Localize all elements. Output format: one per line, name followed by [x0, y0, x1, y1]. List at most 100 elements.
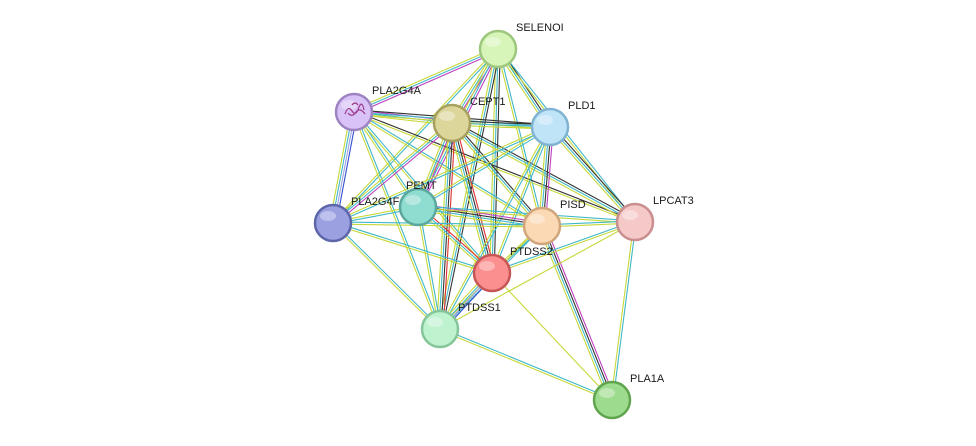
edge-line-database: [492, 127, 552, 274]
edge-line-coexpression: [551, 125, 638, 221]
edge-selenoi-pla2g4f[interactable]: [331, 47, 500, 225]
node-circle[interactable]: [334, 92, 374, 132]
edge-pla2g4f-ptdss2[interactable]: [332, 221, 493, 275]
edge-ptdss1-pla1a[interactable]: [439, 327, 613, 402]
edge-line-database: [332, 122, 453, 224]
edge-line-textmining: [416, 207, 440, 330]
edge-cept1-pisd[interactable]: [449, 121, 545, 228]
node-circle[interactable]: [478, 29, 518, 69]
node-ptdss1[interactable]: PTDSS1: [420, 302, 501, 349]
node-label-ptdss2: PTDSS2: [510, 246, 553, 258]
edge-line-textmining: [417, 125, 550, 207]
edge-line-coexpression: [452, 122, 494, 273]
node-pemt[interactable]: PEMT: [398, 180, 438, 227]
node-pla1a[interactable]: PLA1A: [592, 373, 665, 420]
edge-line-database: [440, 327, 613, 400]
node-circle[interactable]: [615, 202, 655, 242]
edge-line-database: [417, 207, 542, 228]
protein-structure-icon: [344, 102, 366, 116]
edge-pla2g4a-ptdss1[interactable]: [352, 111, 442, 330]
node-highlight: [427, 317, 443, 327]
node-ptdss2[interactable]: PTDSS2: [472, 246, 553, 293]
node-pla2g4a[interactable]: PLA2G4A: [334, 85, 422, 132]
edge-lpcat3-pla1a[interactable]: [610, 221, 637, 401]
edge-line-database: [353, 48, 499, 113]
node-highlight: [479, 261, 495, 271]
edge-line-textmining: [332, 125, 550, 223]
edge-pld1-pla2g4f[interactable]: [332, 125, 551, 225]
node-highlight: [529, 214, 545, 224]
edge-line-database: [418, 206, 442, 329]
node-lpcat3[interactable]: LPCAT3: [615, 195, 694, 242]
node-label-lpcat3: LPCAT3: [653, 195, 694, 207]
edge-line-textmining: [352, 46, 498, 111]
edge-line-fusion: [454, 122, 496, 273]
node-pisd[interactable]: PISD: [522, 199, 586, 246]
edge-line-textmining: [538, 227, 610, 402]
node-pla2g4f[interactable]: PLA2G4F: [313, 196, 400, 243]
edge-line-textmining: [610, 221, 635, 400]
node-cept1[interactable]: CEPT1: [432, 96, 505, 143]
edge-line-coexpression: [452, 120, 637, 221]
node-highlight: [341, 100, 357, 110]
edge-line-textmining: [491, 272, 613, 401]
node-circle[interactable]: [420, 309, 460, 349]
edge-line-database: [418, 205, 636, 222]
edge-line-database: [354, 111, 442, 329]
node-circle[interactable]: [592, 380, 632, 420]
node-circle[interactable]: [522, 206, 562, 246]
edge-line-textmining: [331, 47, 498, 223]
edge-line-database: [333, 221, 493, 273]
edge-line-coexpression: [542, 225, 614, 400]
node-circle[interactable]: [313, 203, 353, 243]
edge-line-textmining: [331, 120, 451, 222]
node-label-cept1: CEPT1: [470, 96, 505, 108]
edge-line-textmining: [331, 223, 440, 331]
node-circle[interactable]: [398, 187, 438, 227]
node-label-selenoi: SELENOI: [516, 22, 564, 34]
edge-line-coexpression: [453, 121, 545, 225]
node-selenoi[interactable]: SELENOI: [478, 22, 564, 69]
edge-ptdss2-lpcat3[interactable]: [491, 220, 636, 275]
edge-line-textmining: [438, 126, 550, 329]
edge-selenoi-pla2g4a[interactable]: [352, 46, 500, 115]
node-label-pld1: PLD1: [568, 100, 596, 112]
edge-line-database: [498, 48, 544, 226]
node-highlight: [485, 37, 501, 47]
node-circle[interactable]: [432, 103, 472, 143]
edge-ptdss1-lpcat3[interactable]: [439, 221, 636, 330]
edge-line-database: [333, 127, 551, 225]
edge-line-textmining: [353, 112, 542, 228]
edge-line-textmining: [352, 112, 440, 330]
edge-ptdss2-pla1a[interactable]: [491, 272, 613, 401]
edge-pla2g4f-pisd[interactable]: [332, 221, 543, 228]
node-highlight: [320, 211, 336, 221]
node-label-ptdss1: PTDSS1: [458, 302, 501, 314]
edge-line-textmining: [496, 49, 542, 227]
node-circle[interactable]: [472, 253, 512, 293]
node-circle[interactable]: [530, 107, 570, 147]
node-label-pisd: PISD: [560, 199, 586, 211]
edge-line-textmining: [492, 222, 636, 275]
edge-pisd-pla1a[interactable]: [538, 224, 616, 402]
node-highlight: [439, 111, 455, 121]
edge-line-database: [333, 49, 500, 225]
edge-cept1-pla2g4f[interactable]: [331, 120, 454, 226]
edge-pla2g4f-ptdss1[interactable]: [331, 221, 442, 331]
edge-selenoi-pisd[interactable]: [496, 48, 544, 227]
edge-pld1-ptdss2[interactable]: [490, 126, 552, 274]
node-label-pla2g4a: PLA2G4A: [372, 85, 422, 97]
edge-line-database: [333, 221, 543, 226]
edge-pld1-pemt[interactable]: [417, 125, 551, 209]
edge-line-textmining: [417, 209, 542, 230]
edge-line-textmining: [449, 124, 541, 228]
edge-pemt-ptdss1[interactable]: [416, 206, 442, 330]
edge-line-experiments: [354, 50, 500, 115]
edge-pld1-lpcat3[interactable]: [547, 125, 638, 224]
edge-line-database: [491, 220, 635, 273]
edge-pld1-ptdss1[interactable]: [438, 126, 552, 330]
node-pld1[interactable]: PLD1: [530, 100, 596, 147]
node-highlight: [622, 210, 638, 220]
